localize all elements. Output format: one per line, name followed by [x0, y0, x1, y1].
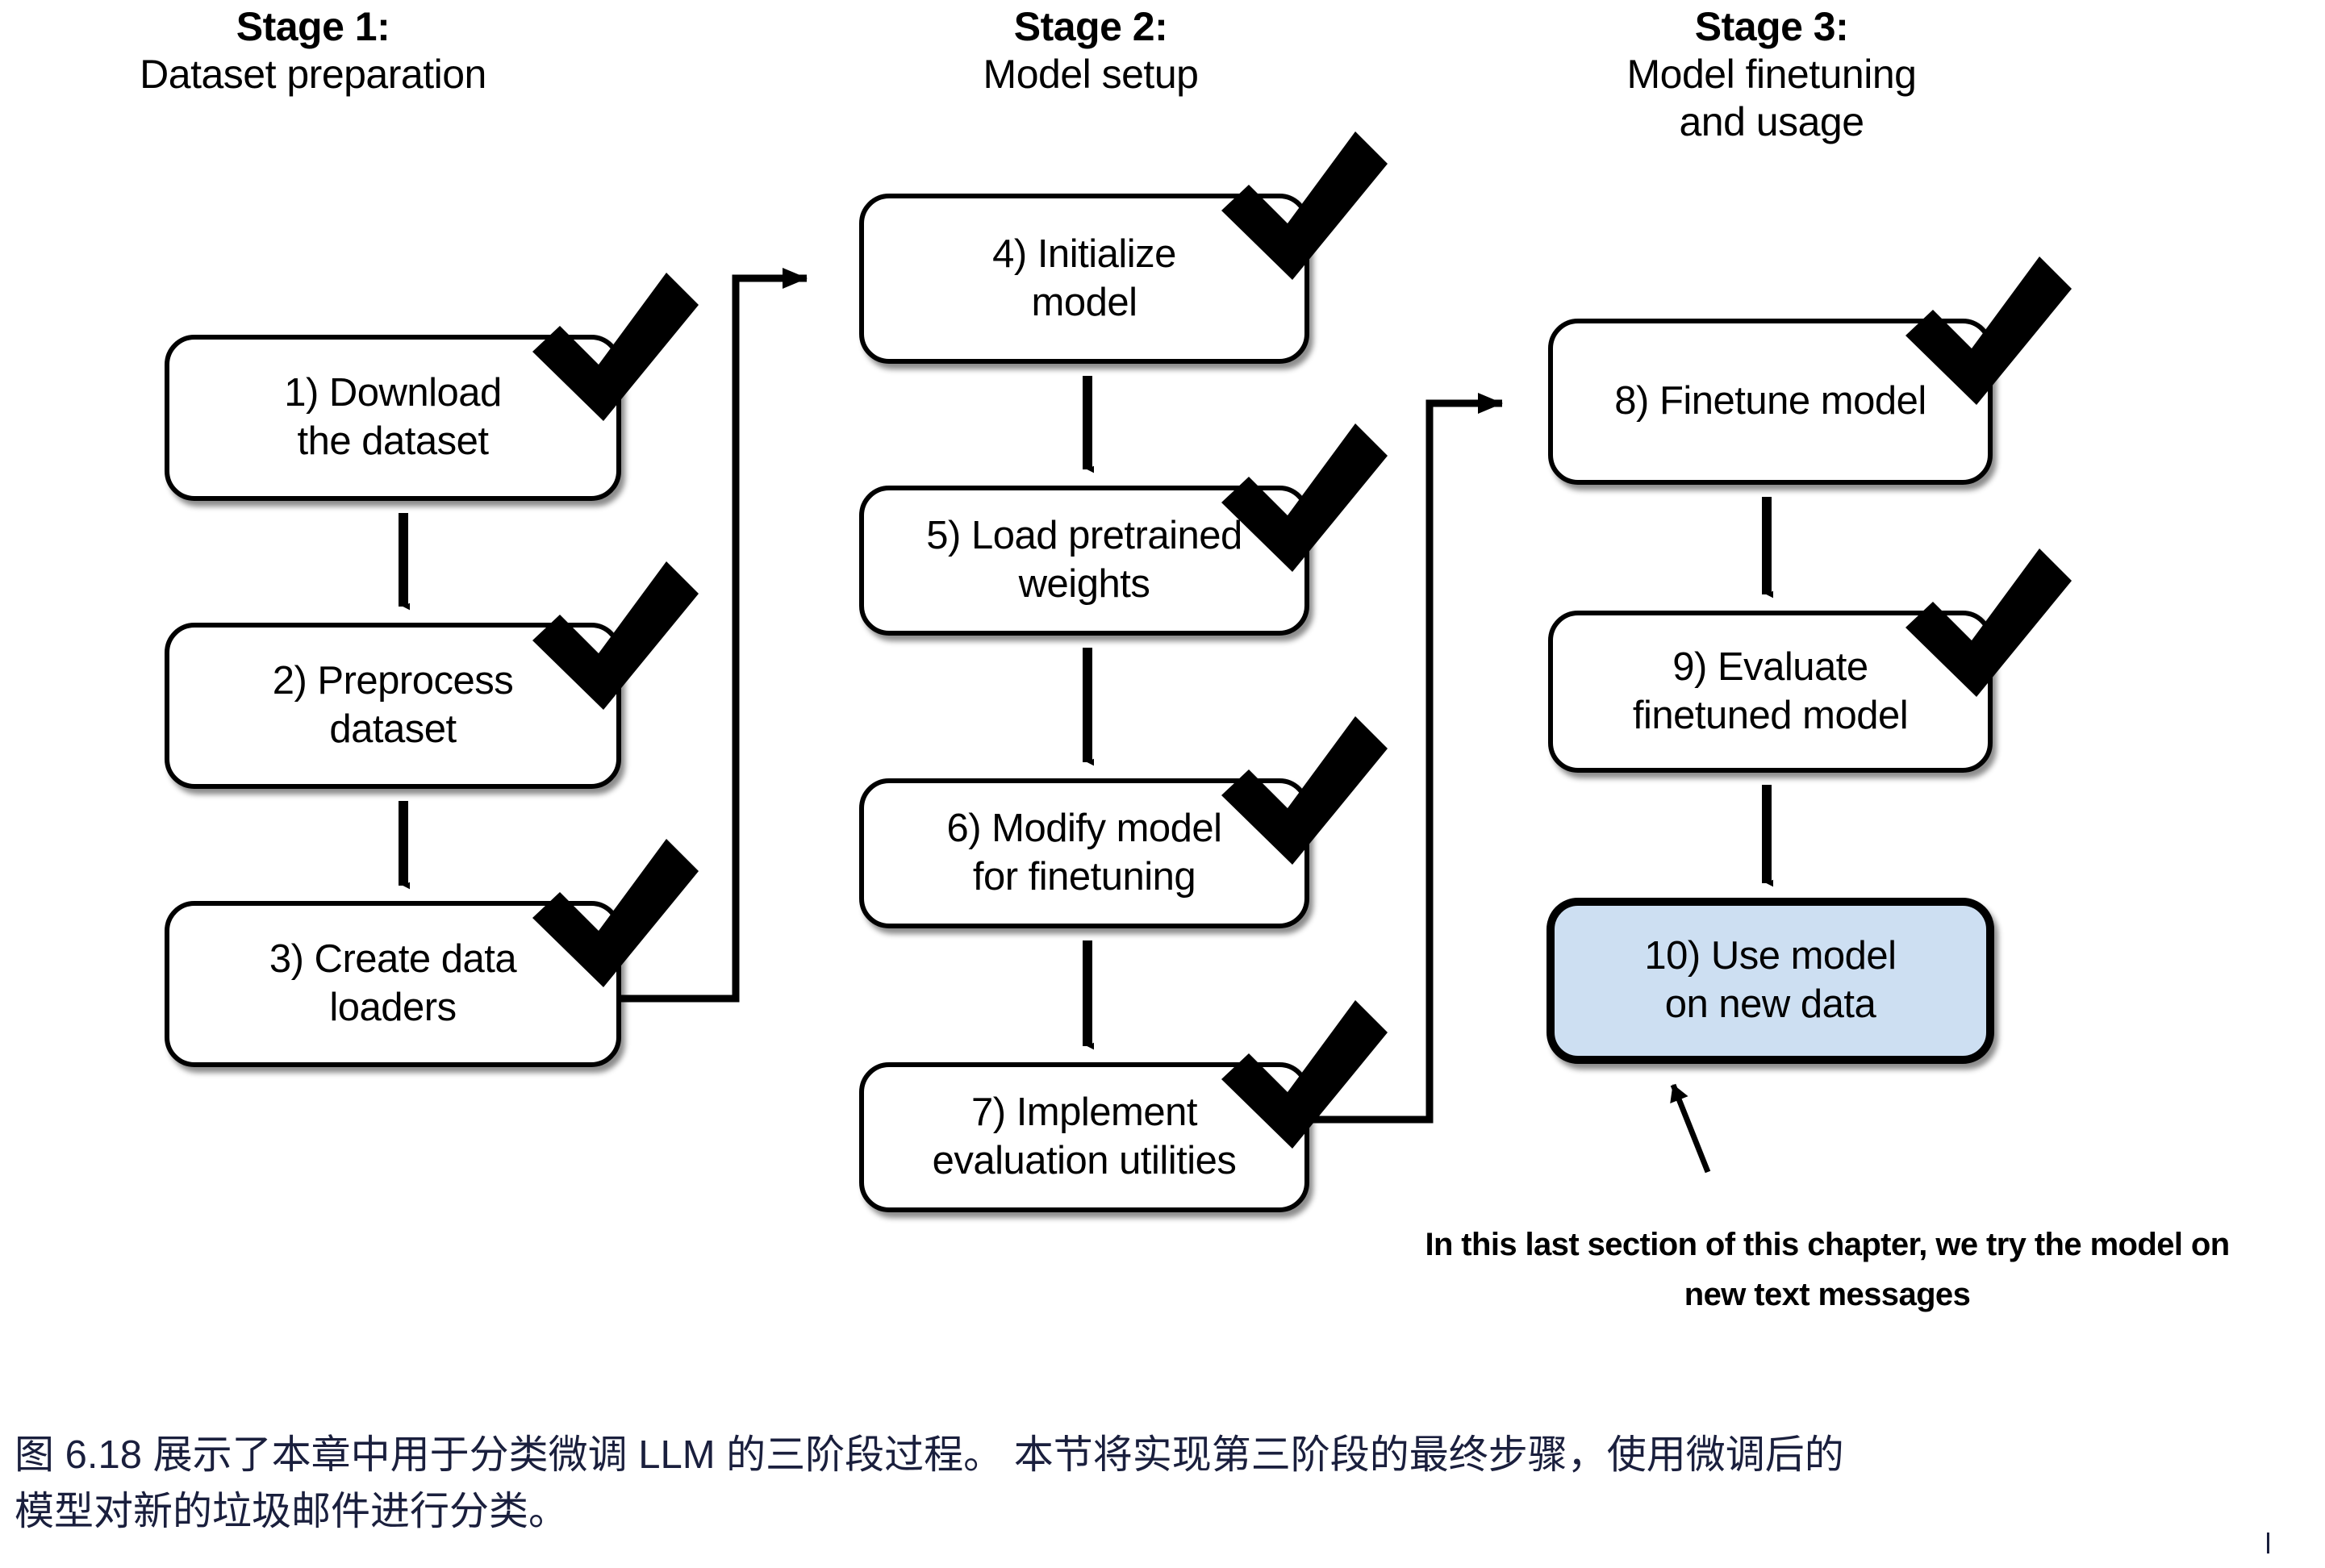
check-icon-5 — [1221, 423, 1388, 572]
annotation-line2: model on new text messages — [1684, 1227, 2230, 1312]
node-box-2[interactable] — [165, 623, 621, 789]
connector-stage1-to-stage2 — [619, 268, 808, 1003]
check-icon-9 — [1905, 548, 2072, 697]
annotation-pointer-arrow — [1670, 1083, 1711, 1174]
stage-title-3: Stage 3: Model finetuning and usage — [1505, 3, 2038, 146]
annotation-line1: In this last section of this chapter, we… — [1425, 1227, 2082, 1262]
node-box-9[interactable] — [1548, 611, 1993, 773]
check-icon-7 — [1221, 1000, 1388, 1149]
stage-1-subheading: Dataset preparation — [140, 52, 486, 97]
check-icon-6 — [1221, 716, 1388, 865]
node-box-8[interactable] — [1548, 319, 1993, 485]
caption-line-2: 模型对新的垃圾邮件进行分类。 — [15, 1489, 569, 1533]
stage-title-1: Stage 1: Dataset preparation — [47, 3, 579, 98]
node-box-5[interactable] — [859, 486, 1309, 636]
stage-3-subheading-line2: and usage — [1679, 99, 1864, 144]
stage-1-heading: Stage 1: — [236, 4, 390, 49]
connector-stage2-to-stage3 — [1307, 393, 1503, 1124]
node-box-7[interactable] — [859, 1062, 1309, 1212]
caption-line-1: 图 6.18 展示了本章中用于分类微调 LLM 的三阶段过程。 本节将实现第三阶… — [15, 1433, 1844, 1477]
node-box-3[interactable] — [165, 901, 621, 1067]
node-box-6[interactable] — [859, 778, 1309, 928]
check-icon-2 — [532, 561, 699, 710]
stage-3-heading: Stage 3: — [1694, 4, 1849, 49]
stage-3-subheading: Model finetuning — [1626, 52, 1917, 97]
check-icon-4 — [1221, 131, 1388, 280]
check-icon-8 — [1905, 256, 2072, 405]
node-box-10[interactable] — [1547, 898, 1994, 1064]
check-icon-1 — [532, 273, 699, 421]
annotation-text: In this last section of this chapter, we… — [1420, 1220, 2235, 1320]
page-tick-mark — [2267, 1533, 2269, 1553]
stage-2-heading: Stage 2: — [1013, 4, 1168, 49]
node-box-4[interactable] — [859, 194, 1309, 364]
stage-title-2: Stage 2: Model setup — [824, 3, 1357, 98]
figure-caption: 图 6.18 展示了本章中用于分类微调 LLM 的三阶段过程。 本节将实现第三阶… — [15, 1428, 2306, 1540]
check-icon-3 — [532, 839, 699, 987]
node-box-1[interactable] — [165, 335, 621, 501]
stage-2-subheading: Model setup — [983, 52, 1199, 97]
